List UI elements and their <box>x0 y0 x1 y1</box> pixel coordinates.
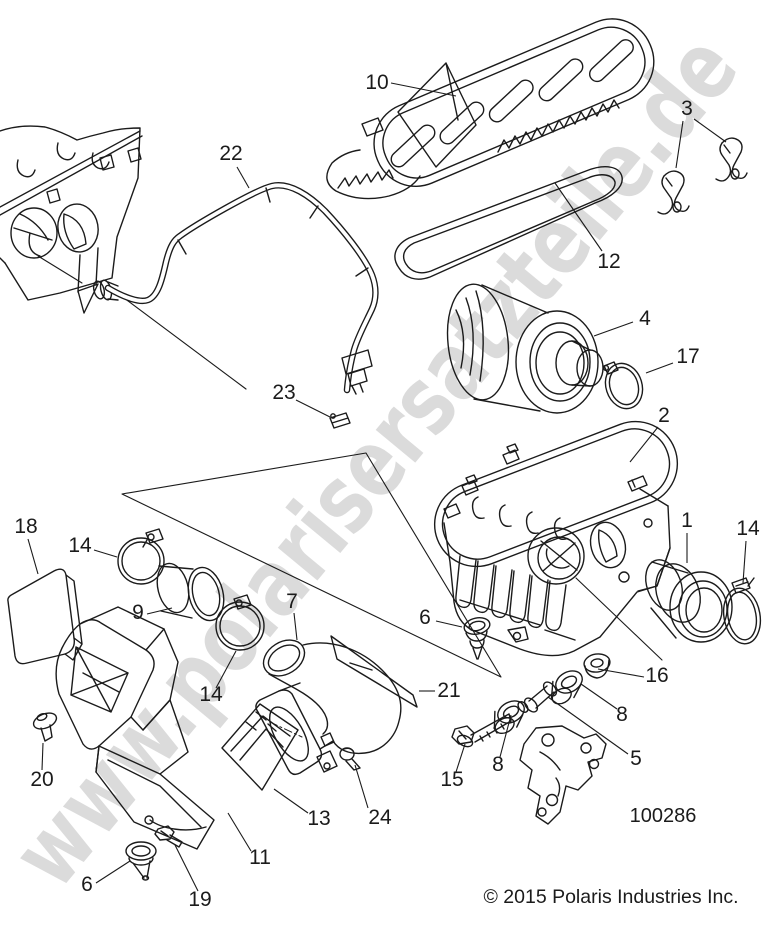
clamp-14-right-drawing <box>722 577 762 645</box>
callout-leader-line <box>236 166 250 189</box>
callout-leader-line <box>645 362 674 374</box>
callout-label-10: 10 <box>365 71 388 94</box>
callout-label-11: 11 <box>249 846 271 869</box>
callout-leader-line <box>95 860 131 884</box>
callout-leader-line <box>629 426 659 463</box>
callout-leader-line <box>597 668 645 678</box>
airbox-base-drawing <box>433 420 679 661</box>
airbox-cover-drawing <box>326 18 655 200</box>
callout-label-7: 7 <box>286 590 298 613</box>
callout-leader-line <box>227 812 252 852</box>
callout-label-2: 2 <box>658 404 670 427</box>
clamp-14-upper-drawing <box>117 528 165 585</box>
callout-leader-line <box>93 549 118 558</box>
rivet-20-drawing <box>32 712 58 742</box>
reference-panel-lines <box>121 452 502 678</box>
callout-leader-line <box>580 683 618 710</box>
callout-leader-line <box>547 696 629 755</box>
callout-label-16: 16 <box>645 664 668 687</box>
callout-leader-line <box>742 540 747 584</box>
clamp-17-drawing <box>602 361 644 410</box>
spacer-5-drawing <box>517 681 558 713</box>
grommet-6-bottom-drawing <box>125 841 157 881</box>
callout-leader-line <box>295 399 331 418</box>
callout-leader-line <box>499 714 512 758</box>
callout-label-13: 13 <box>307 807 330 830</box>
callout-label-12: 12 <box>597 250 620 273</box>
screw-24-drawing <box>339 747 361 771</box>
intake-snout-drawing <box>55 606 215 850</box>
frame-panel-drawing <box>0 125 247 390</box>
callout-leader-line <box>273 788 309 814</box>
cover-seal-drawing <box>394 166 623 280</box>
grommet-6-box-drawing <box>463 617 491 660</box>
clamp-14-middle-drawing <box>215 594 265 651</box>
callout-leader-line <box>554 182 603 252</box>
callout-label-15: 15 <box>440 768 463 791</box>
callout-label-21: 21 <box>437 679 460 702</box>
callout-leader-line <box>435 620 463 628</box>
callout-leader-line <box>146 607 173 615</box>
coupler-13-drawing <box>221 703 299 791</box>
callout-leader-line <box>354 764 369 809</box>
callout-label-20: 20 <box>30 768 53 791</box>
callout-label-14: 14 <box>736 517 760 540</box>
nut-16-drawing <box>583 653 611 679</box>
callout-label-23: 23 <box>272 381 295 404</box>
breather-hose-drawing <box>104 182 379 395</box>
callout-leader-line <box>675 120 684 169</box>
callout-label-3: 3 <box>681 97 693 120</box>
spring-clamp-3-drawing <box>657 137 748 215</box>
bolt-15-drawing <box>451 713 512 748</box>
foam-pad-drawing <box>7 568 83 665</box>
callout-label-6: 6 <box>419 606 431 629</box>
callout-label-17: 17 <box>676 345 699 368</box>
callout-leader-line <box>27 538 39 575</box>
callout-label-19: 19 <box>188 888 211 911</box>
callout-label-5: 5 <box>630 747 642 770</box>
callout-label-22: 22 <box>219 142 242 165</box>
decal-drawing <box>330 635 418 708</box>
line-art-layer <box>0 18 762 881</box>
callout-leader-line <box>215 650 237 689</box>
callout-label-24: 24 <box>368 806 392 829</box>
callout-label-9: 9 <box>132 601 144 624</box>
callout-label-14: 14 <box>68 534 92 557</box>
callout-label-18: 18 <box>14 515 37 538</box>
callout-leader-line <box>593 321 634 337</box>
callout-leader-line <box>174 844 199 892</box>
intake-boot-drawing <box>645 559 733 643</box>
callout-leader-line <box>455 743 466 773</box>
callout-label-14: 14 <box>199 683 223 706</box>
callout-leader-line <box>693 118 727 143</box>
callout-leader-line <box>390 82 457 97</box>
bolt-19-drawing <box>154 825 183 848</box>
callout-label-8: 8 <box>616 703 628 726</box>
callout-label-8: 8 <box>492 753 504 776</box>
copyright-text: © 2015 Polaris Industries Inc. <box>484 886 739 908</box>
callout-leader-line <box>293 612 298 641</box>
figure-number: 100286 <box>630 805 697 827</box>
callout-label-1: 1 <box>681 509 693 532</box>
hose-clamp-23-drawing <box>329 412 351 429</box>
callout-label-6: 6 <box>81 873 93 896</box>
mounting-bracket-drawing <box>519 725 607 825</box>
callout-label-4: 4 <box>639 307 651 330</box>
callout-leader-line <box>41 742 44 771</box>
sleeve-9-drawing <box>156 562 225 622</box>
